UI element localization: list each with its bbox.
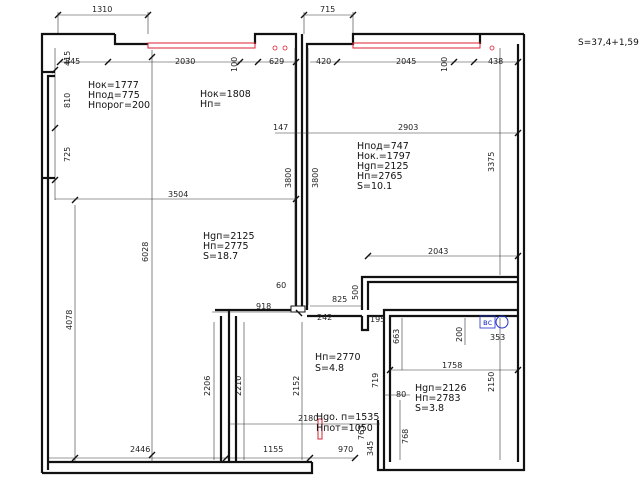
dim-195: 195: [370, 315, 385, 324]
note-area-4-8: S=4.8: [315, 363, 344, 374]
dim-top-left: 1310: [92, 5, 112, 14]
dim-663: 663: [392, 329, 401, 344]
dim-80: 80: [396, 390, 406, 399]
bc-marker: вс: [479, 315, 509, 329]
dim-4078: 4078: [65, 310, 74, 330]
dim-918: 918: [256, 302, 271, 311]
total-area: S=37,4+1,59: [578, 38, 639, 48]
dim-top-right: 715: [320, 5, 335, 14]
dim-1155: 1155: [263, 445, 283, 454]
dim-825: 825: [332, 295, 347, 304]
dim-2180: 2180: [298, 414, 318, 423]
dim-3504: 3504: [168, 190, 188, 199]
note-ngp-2125: Нgп=2125: [357, 161, 409, 172]
bc-label: вс: [483, 318, 492, 327]
dim-415: 415: [63, 51, 72, 66]
note-nok-1777: Нок=1777: [88, 80, 139, 91]
note-npot-1050: Нпот=1050: [316, 423, 373, 434]
note-nok-1797: Нок.=1797: [357, 151, 411, 162]
dim-3800b: 3800: [311, 168, 320, 188]
dim-60: 60: [276, 281, 286, 290]
dim-100a: 100: [230, 57, 239, 72]
dim-2150: 2150: [487, 372, 496, 392]
dim-147: 147: [273, 123, 288, 132]
room-big-notes: Нgп=2125 Нп=2775 S=18.7: [203, 231, 255, 262]
dim-420: 420: [316, 57, 331, 66]
note-ngp-2126: Нgп=2126: [415, 383, 467, 394]
dim-2206: 2206: [203, 376, 212, 396]
note-nporog-200: Нпорог=200: [88, 100, 150, 111]
room-bath-notes: Нgп=2126 Нп=2783 S=3.8: [415, 383, 467, 414]
dim-719: 719: [371, 373, 380, 388]
dim-2045: 2045: [396, 57, 416, 66]
note-npod-775: Нпод=775: [88, 90, 140, 101]
dim-6028: 6028: [141, 242, 150, 262]
dim-3375: 3375: [487, 152, 496, 172]
dim-970: 970: [338, 445, 353, 454]
dim-500: 500: [351, 285, 360, 300]
dim-2210: 2210: [234, 376, 243, 396]
dim-3800a: 3800: [284, 168, 293, 188]
dim-2903: 2903: [398, 123, 418, 132]
room-right-notes: Нпод=747 Нок.=1797 Нgп=2125 Нп=2765 S=10…: [357, 141, 411, 192]
dim-763: 763: [357, 425, 366, 440]
dim-768: 768: [401, 429, 410, 444]
dim-2446: 2446: [130, 445, 150, 454]
door-notes: Нgо. п=1535 Нпот=1050: [316, 412, 379, 434]
note-np-2775: Нп=2775: [203, 241, 249, 252]
dim-438: 438: [488, 57, 503, 66]
room-hall-notes: Нп=2770 S=4.8: [315, 352, 361, 374]
dim-629: 629: [269, 57, 284, 66]
dim-810: 810: [63, 93, 72, 108]
note-ngp-2125-big: Нgп=2125: [203, 231, 255, 242]
note-np-2783: Нп=2783: [415, 393, 461, 404]
note-np-empty: Нп=: [200, 99, 221, 110]
dim-845: 845: [65, 57, 80, 66]
dim-100b: 100: [440, 57, 449, 72]
room-left-top-notes: Нок=1777 Нпод=775 Нпорог=200: [88, 80, 150, 111]
windows: [147, 42, 495, 440]
note-np-2765: Нп=2765: [357, 171, 403, 182]
note-area-18-7: S=18.7: [203, 251, 238, 262]
note-ngo-1535: Нgо. п=1535: [316, 412, 379, 423]
dim-2030: 2030: [175, 57, 195, 66]
note-npod-747: Нпод=747: [357, 141, 409, 152]
note-nok-1808: Нок=1808: [200, 89, 251, 100]
note-np-2770: Нп=2770: [315, 352, 361, 363]
dim-2152: 2152: [292, 376, 301, 396]
note-area-10-1: S=10.1: [357, 181, 392, 192]
dim-725: 725: [63, 147, 72, 162]
dim-200: 200: [455, 327, 464, 342]
dim-2043: 2043: [428, 247, 448, 256]
note-area-3-8: S=3.8: [415, 403, 444, 414]
dim-242: 242: [317, 313, 332, 322]
room-mid-top-notes: Нок=1808 Нп=: [200, 89, 251, 110]
dim-353: 353: [490, 333, 505, 342]
dim-345: 345: [366, 441, 375, 456]
interior-dimension-lines: [55, 48, 522, 462]
dim-1758: 1758: [442, 361, 462, 370]
